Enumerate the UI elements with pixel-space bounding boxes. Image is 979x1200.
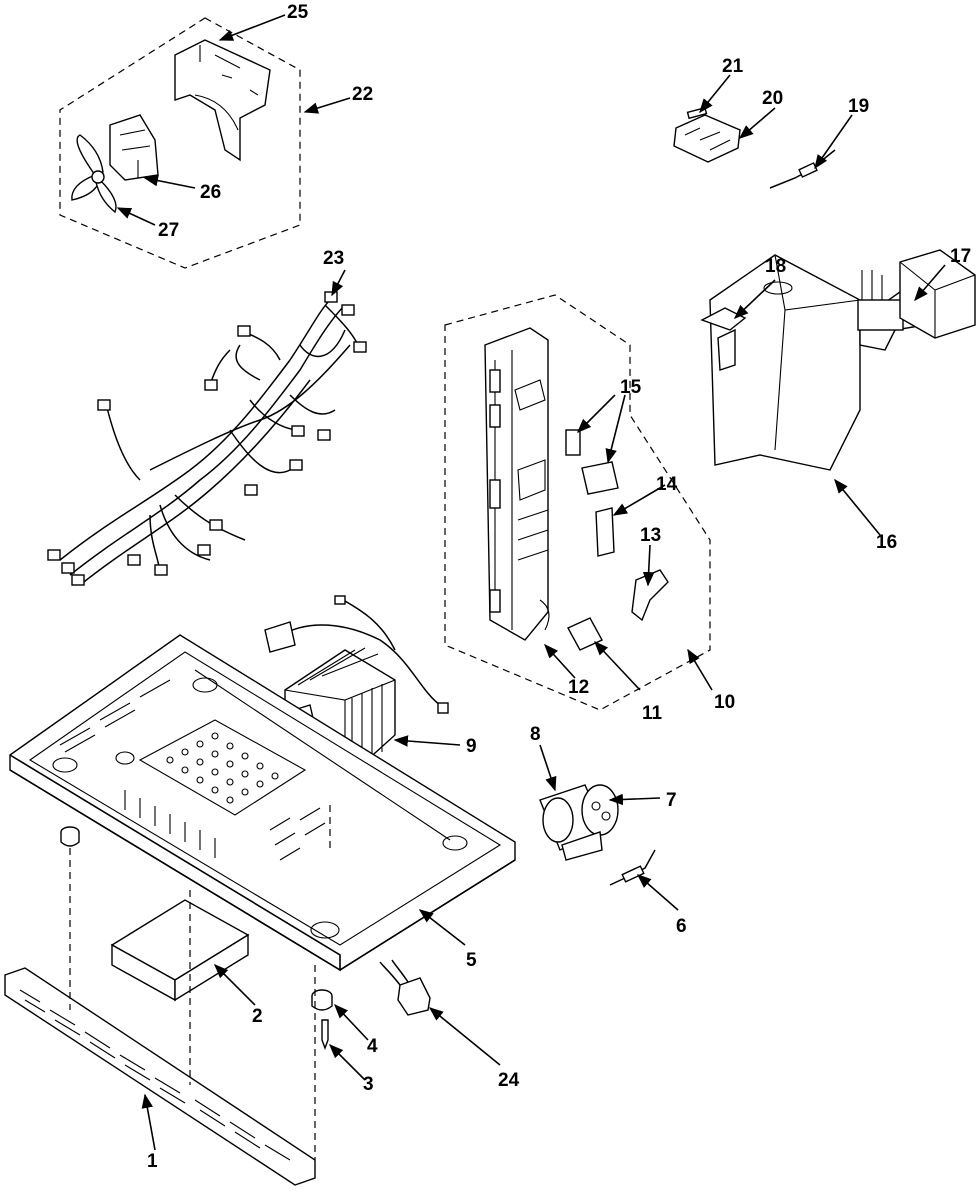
noise-filter-part — [379, 959, 431, 1016]
switch-11-part — [567, 617, 603, 651]
label-17: 17 — [950, 246, 971, 267]
leader-arrows — [116, 14, 946, 1151]
label-12: 12 — [568, 677, 589, 698]
magnetron-part — [857, 249, 976, 351]
label-7: 7 — [666, 790, 677, 811]
fan-blade-part — [71, 134, 117, 214]
fan-assembly-group — [59, 17, 301, 269]
fuse-wire-part — [769, 149, 836, 189]
label-10: 10 — [714, 692, 735, 713]
interlock-group — [444, 294, 711, 711]
label-27: 27 — [158, 220, 179, 241]
label-21: 21 — [722, 56, 744, 77]
label-19: 19 — [848, 96, 869, 117]
screw-part — [321, 1019, 329, 1050]
label-9: 9 — [466, 736, 477, 757]
switch-15b-part — [581, 461, 619, 495]
capacitor-part — [539, 784, 619, 861]
diode-part — [609, 849, 656, 886]
part-number-labels: 25 22 26 27 21 20 19 17 18 16 23 15 14 1… — [147, 2, 971, 1172]
fan-duct-part — [174, 39, 271, 162]
label-3: 3 — [363, 1074, 374, 1095]
alignment-lines — [69, 805, 331, 1160]
label-8: 8 — [530, 724, 541, 745]
label-4: 4 — [367, 1036, 378, 1057]
wire-harness-part — [47, 291, 367, 586]
label-20: 20 — [762, 88, 783, 109]
tray-part — [110, 899, 250, 1002]
label-26: 26 — [200, 182, 221, 203]
switch-14-part — [595, 507, 615, 557]
fan-motor-part — [109, 114, 159, 181]
label-5: 5 — [466, 950, 477, 971]
control-board-part — [673, 114, 741, 163]
switch-15a-part — [565, 429, 581, 456]
label-1: 1 — [147, 1151, 158, 1172]
label-6: 6 — [676, 916, 687, 937]
base-plate-part — [9, 634, 516, 972]
front-trim-part — [4, 967, 316, 1186]
label-23: 23 — [323, 248, 344, 269]
label-2: 2 — [252, 1006, 263, 1027]
label-13: 13 — [640, 525, 661, 546]
label-14: 14 — [656, 474, 678, 495]
label-16: 16 — [876, 532, 897, 553]
label-24: 24 — [498, 1070, 520, 1091]
label-11: 11 — [642, 703, 663, 724]
label-18: 18 — [765, 256, 786, 277]
latch-board-part — [484, 327, 550, 641]
foot-part — [311, 989, 333, 1011]
lever-13-part — [631, 569, 669, 622]
label-22: 22 — [352, 84, 373, 105]
label-15: 15 — [620, 377, 642, 398]
foot-left-part — [60, 826, 80, 847]
label-25: 25 — [287, 2, 309, 23]
